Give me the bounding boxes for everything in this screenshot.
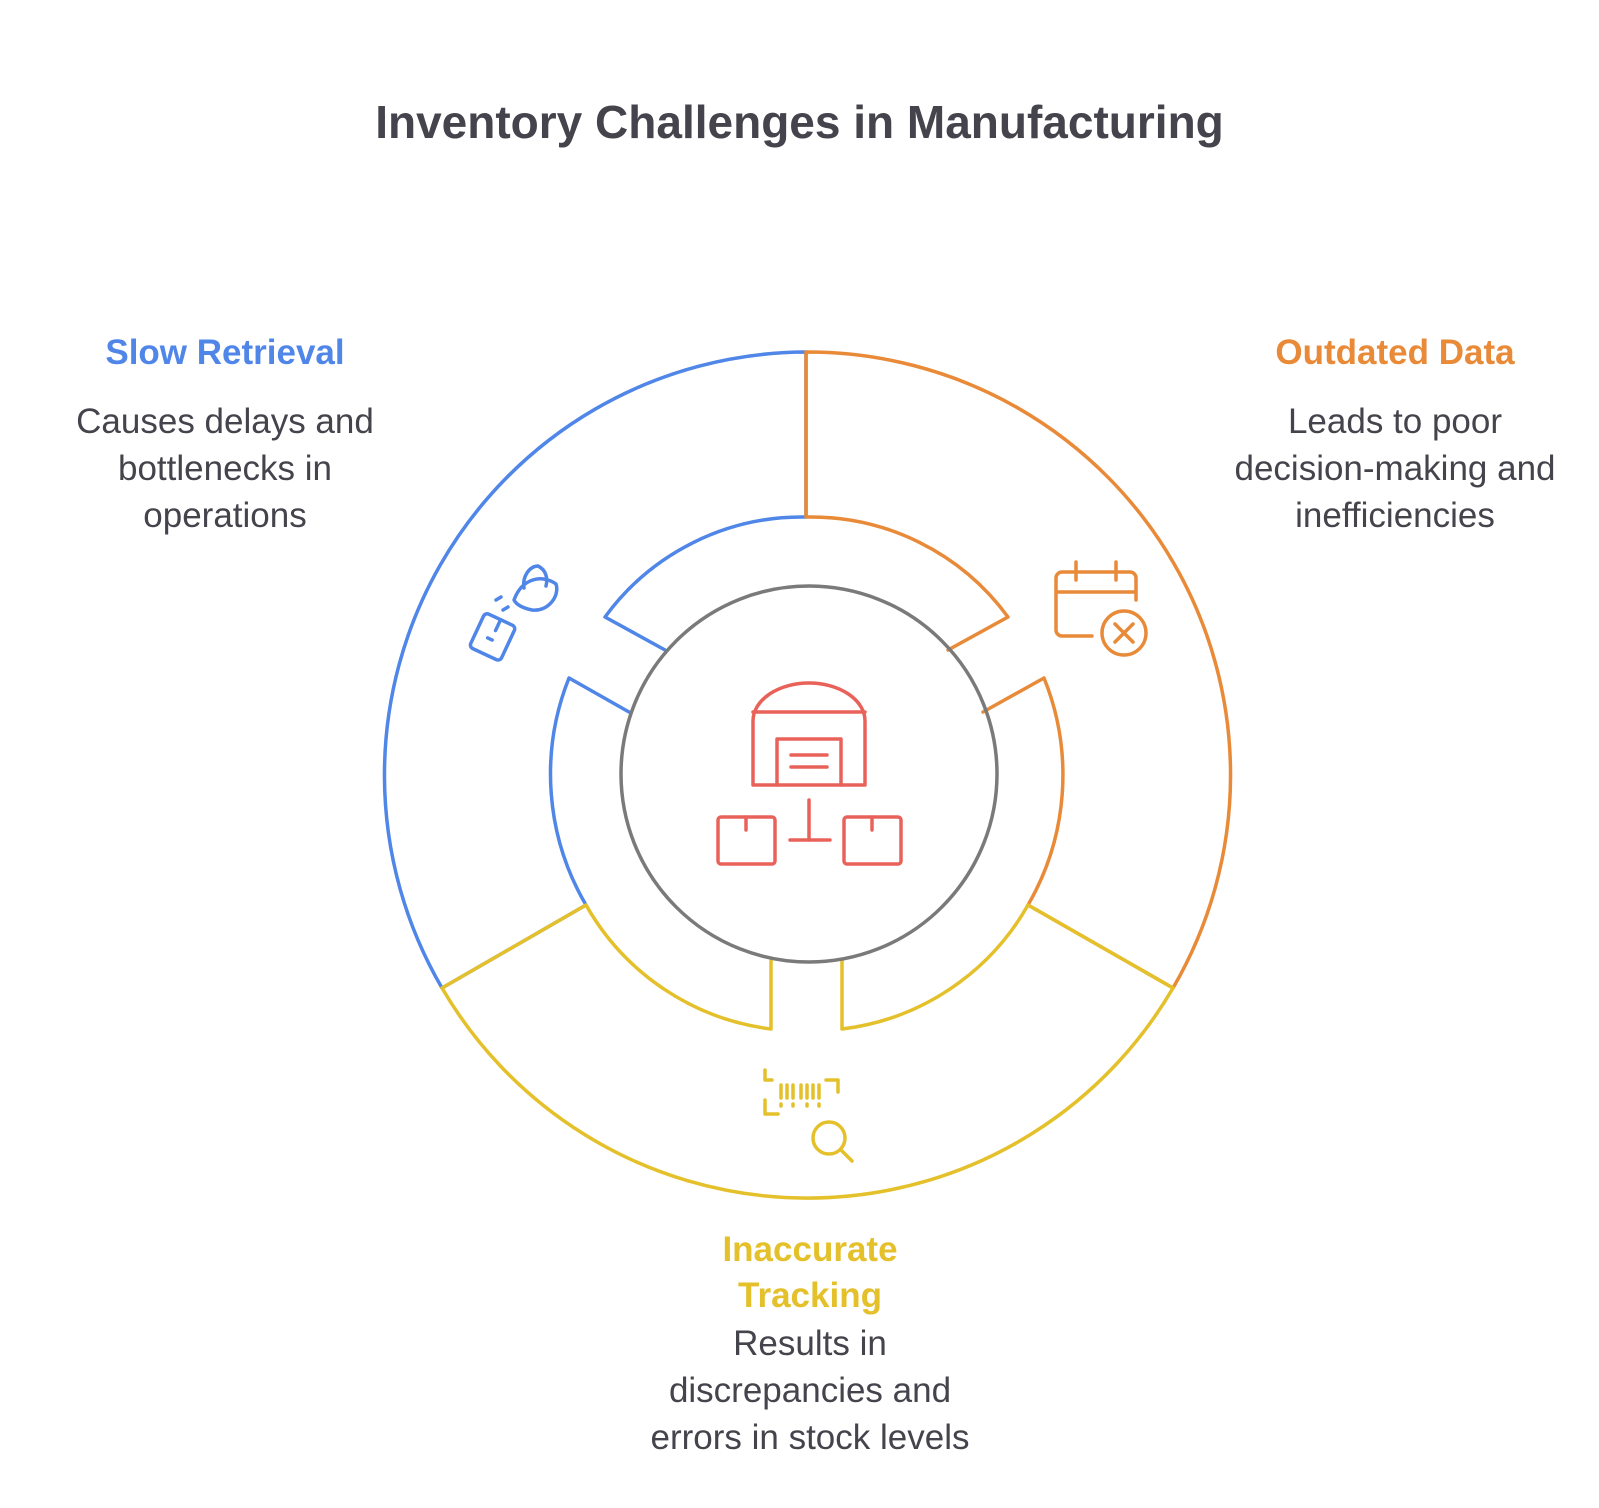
outdated-data-title: Outdated Data <box>1275 333 1515 372</box>
barcode-search-icon <box>763 1068 854 1163</box>
drone-delivery-icon <box>468 564 559 662</box>
center-ring <box>619 584 999 964</box>
page-title: Inventory Challenges in Manufacturing <box>375 96 1224 148</box>
slow-retrieval-title: Slow Retrieval <box>105 333 345 372</box>
outdated-data-segment <box>804 350 1233 990</box>
outdated-data-description: Leads to poor decision-making and ineffi… <box>1234 402 1556 535</box>
slow-retrieval-description: Causes delays and bottlenecks in operati… <box>76 402 374 535</box>
inaccurate-tracking-description: Results in discrepancies and errors in s… <box>650 1324 970 1457</box>
warehouse-network-icon <box>716 681 903 866</box>
inaccurate-tracking-title: Inaccurate Tracking <box>722 1230 898 1315</box>
inaccurate-tracking-segment <box>440 903 1175 1200</box>
calendar-x-icon <box>1054 560 1148 657</box>
slow-retrieval-segment <box>382 350 808 990</box>
